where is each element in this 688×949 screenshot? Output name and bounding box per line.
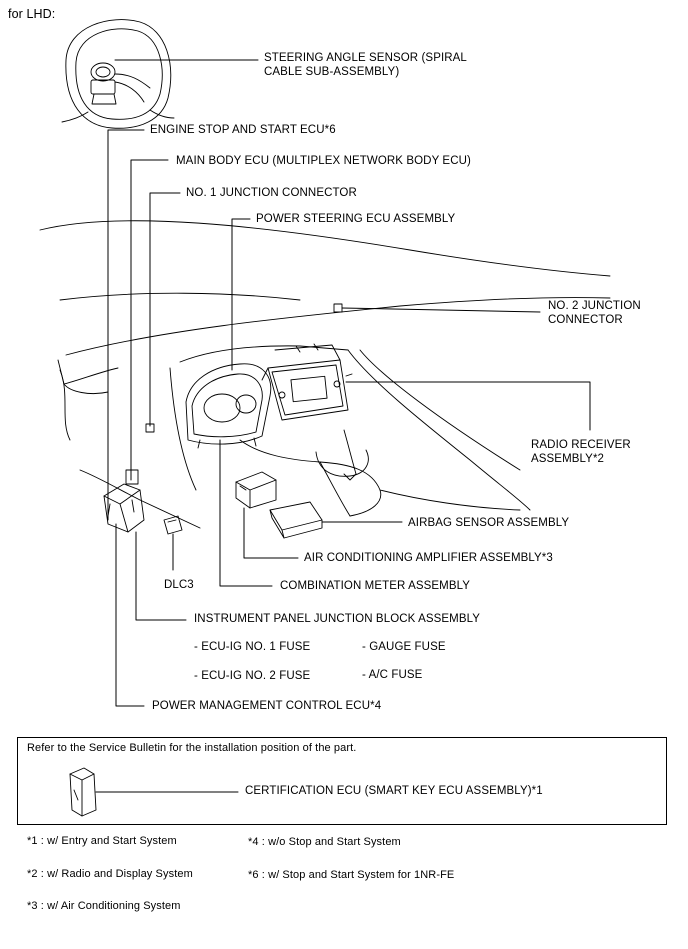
main-body-ecu-label: MAIN BODY ECU (MULTIPLEX NETWORK BODY EC… [176, 155, 471, 167]
radio-receiver-label: RADIO RECEIVER ASSEMBLY*2 [531, 438, 631, 466]
ac-amplifier-drawing [235, 471, 277, 509]
service-bulletin-note-text: Refer to the Service Bulletin for the in… [27, 742, 357, 754]
steering-angle-sensor-label: STEERING ANGLE SENSOR (SPIRAL CABLE SUB-… [264, 51, 467, 79]
dlc3-label: DLC3 [164, 579, 194, 591]
footnote: *6 : w/ Stop and Start System for 1NR-FE [248, 869, 455, 881]
radio-receiver-label-line2: ASSEMBLY*2 [531, 453, 605, 465]
steering-angle-sensor-label-line2: CABLE SUB-ASSEMBLY) [264, 66, 400, 78]
junction-connector-2-drawing [333, 303, 343, 313]
power-mgmt-ecu-label: POWER MANAGEMENT CONTROL ECU*4 [152, 700, 382, 712]
steering-wheel-drawing [61, 19, 175, 129]
fuse-item: - ECU-IG NO. 1 FUSE [194, 641, 311, 653]
certification-ecu-label: CERTIFICATION ECU (SMART KEY ECU ASSEMBL… [245, 785, 543, 797]
combination-meter-drawing [185, 363, 272, 449]
radio-receiver-label-line1: RADIO RECEIVER [531, 439, 631, 451]
airbag-sensor-label: AIRBAG SENSOR ASSEMBLY [408, 517, 570, 529]
ip-junction-block-label: INSTRUMENT PANEL JUNCTION BLOCK ASSEMBLY [194, 613, 481, 625]
dlc3-drawing [163, 515, 183, 535]
steering-angle-sensor-label-line1: STEERING ANGLE SENSOR (SPIRAL [264, 52, 467, 64]
footnote: *4 : w/o Stop and Start System [248, 836, 401, 848]
junction-connector-2-label-line1: NO. 2 JUNCTION [548, 300, 641, 312]
certification-ecu-drawing [69, 767, 97, 817]
service-bulletin-note-box [17, 737, 667, 825]
junction-connector-2-label-line2: CONNECTOR [548, 314, 623, 326]
leader-lines [95, 59, 591, 793]
fuse-item: - GAUGE FUSE [362, 641, 446, 653]
combination-meter-label: COMBINATION METER ASSEMBLY [280, 580, 471, 592]
ac-amplifier-label: AIR CONDITIONING AMPLIFIER ASSEMBLY*3 [304, 552, 553, 564]
junction-connector-1-label: NO. 1 JUNCTION CONNECTOR [186, 187, 357, 199]
instrument-panel-drawing [39, 220, 611, 529]
fuse-item: - ECU-IG NO. 2 FUSE [194, 670, 311, 682]
footnote: *1 : w/ Entry and Start System [27, 835, 177, 847]
radio-receiver-drawing [261, 343, 353, 421]
footnote: *3 : w/ Air Conditioning System [27, 900, 181, 912]
engine-stop-start-ecu-label: ENGINE STOP AND START ECU*6 [150, 124, 336, 136]
junction-connector-2-label: NO. 2 JUNCTION CONNECTOR [548, 299, 641, 327]
junction-block-drawing [103, 469, 145, 533]
airbag-sensor-drawing [269, 501, 323, 539]
fuse-item: - A/C FUSE [362, 669, 423, 681]
variant-label: for LHD: [8, 7, 56, 21]
footnote: *2 : w/ Radio and Display System [27, 868, 193, 880]
power-steering-ecu-label: POWER STEERING ECU ASSEMBLY [256, 213, 456, 225]
